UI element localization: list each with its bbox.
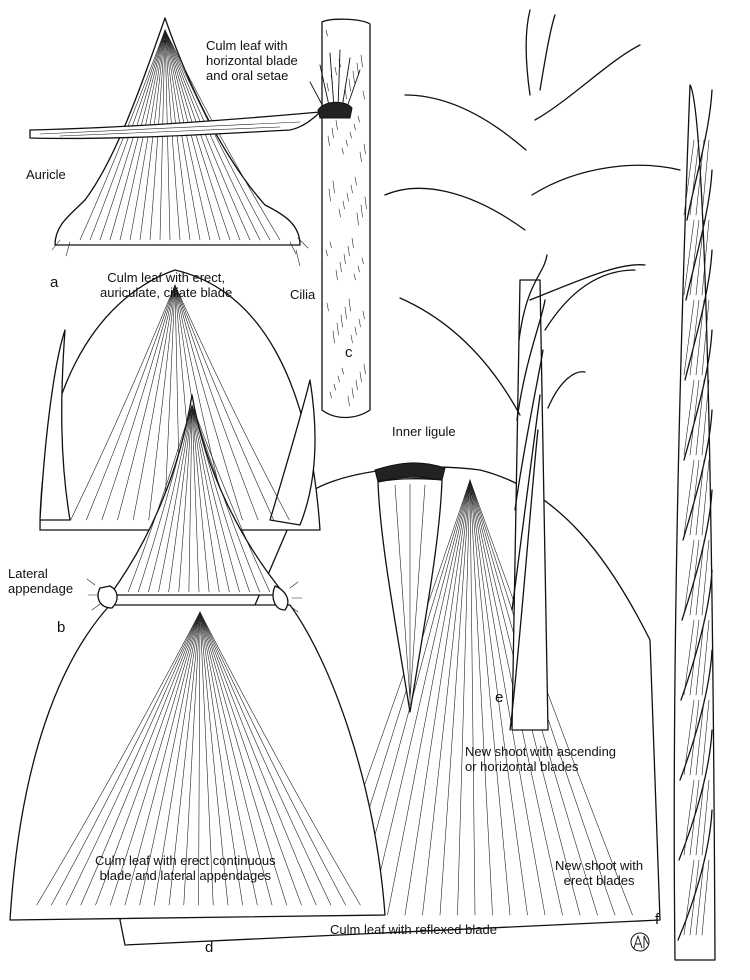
- label-letter-e: e: [495, 689, 504, 706]
- label-figure-d-description: Culm leaf with reflexed blade: [330, 922, 497, 937]
- label-letter-b: b: [57, 619, 66, 636]
- label-letter-c: c: [345, 344, 353, 361]
- label-letter-f: f: [655, 911, 660, 928]
- label-figure-c-description: Culm leaf with horizontal blade and oral…: [206, 38, 298, 83]
- label-lateral-appendage: Lateral appendage: [8, 566, 74, 596]
- label-figure-b-description: Culm leaf with erect continuous blade an…: [95, 853, 276, 883]
- label-cilia: Cilia: [290, 287, 316, 302]
- label-figure-a-description: Culm leaf with erect, auriculate, ciliat…: [100, 270, 233, 300]
- label-letter-a: a: [50, 274, 59, 291]
- figure-b-lateral-appendage-leaf: [9, 394, 386, 921]
- label-inner-ligule: Inner ligule: [392, 424, 456, 439]
- label-figure-f-description: New shoot with erect blades: [555, 858, 644, 888]
- inner-ligule-detail: [374, 462, 446, 713]
- label-letter-d: d: [205, 939, 214, 956]
- figure-f-new-shoot: [673, 84, 716, 961]
- artist-monogram-icon: [630, 932, 650, 952]
- label-figure-e-description: New shoot with ascending or horizontal b…: [465, 744, 617, 774]
- figure-c-culm-segment: [29, 18, 371, 419]
- label-auricle: Auricle: [26, 167, 66, 182]
- figure-e-new-shoot: [384, 9, 681, 731]
